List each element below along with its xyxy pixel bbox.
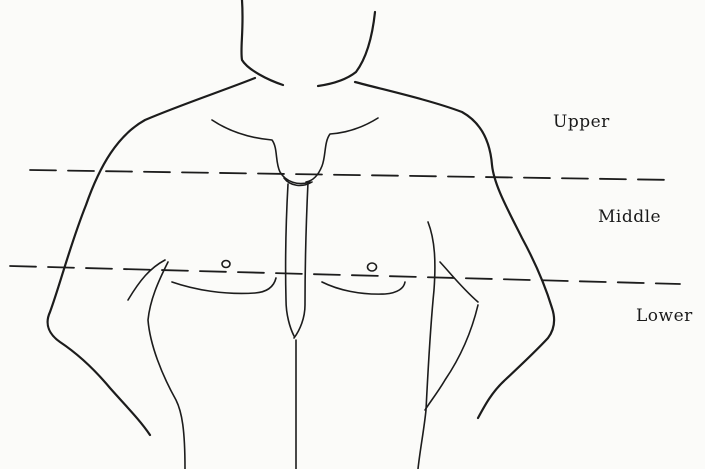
right-shoulder-arm-outline (355, 82, 554, 418)
lower-zone-label: Lower (636, 306, 693, 326)
right-nipple-mark (368, 263, 377, 271)
left-pectoral-curve (172, 278, 276, 293)
middle-zone-label: Middle (598, 207, 661, 227)
right-pectoral-curve (322, 282, 405, 294)
upper-middle-divider (30, 170, 675, 180)
middle-lower-divider (10, 266, 680, 284)
collar-right (306, 118, 378, 182)
right-inner-arm (418, 222, 435, 469)
tie-left-edge (286, 184, 294, 336)
upper-zone-label: Upper (553, 112, 610, 132)
left-shoulder-arm-outline (48, 78, 255, 435)
neck-left-outline (241, 0, 283, 85)
tie-right-edge (294, 182, 308, 338)
right-armpit-fold (440, 262, 478, 302)
left-inner-arm (148, 262, 185, 469)
neck-right-outline (318, 12, 375, 86)
left-nipple-mark (222, 261, 230, 268)
right-forearm-inner (425, 305, 478, 410)
